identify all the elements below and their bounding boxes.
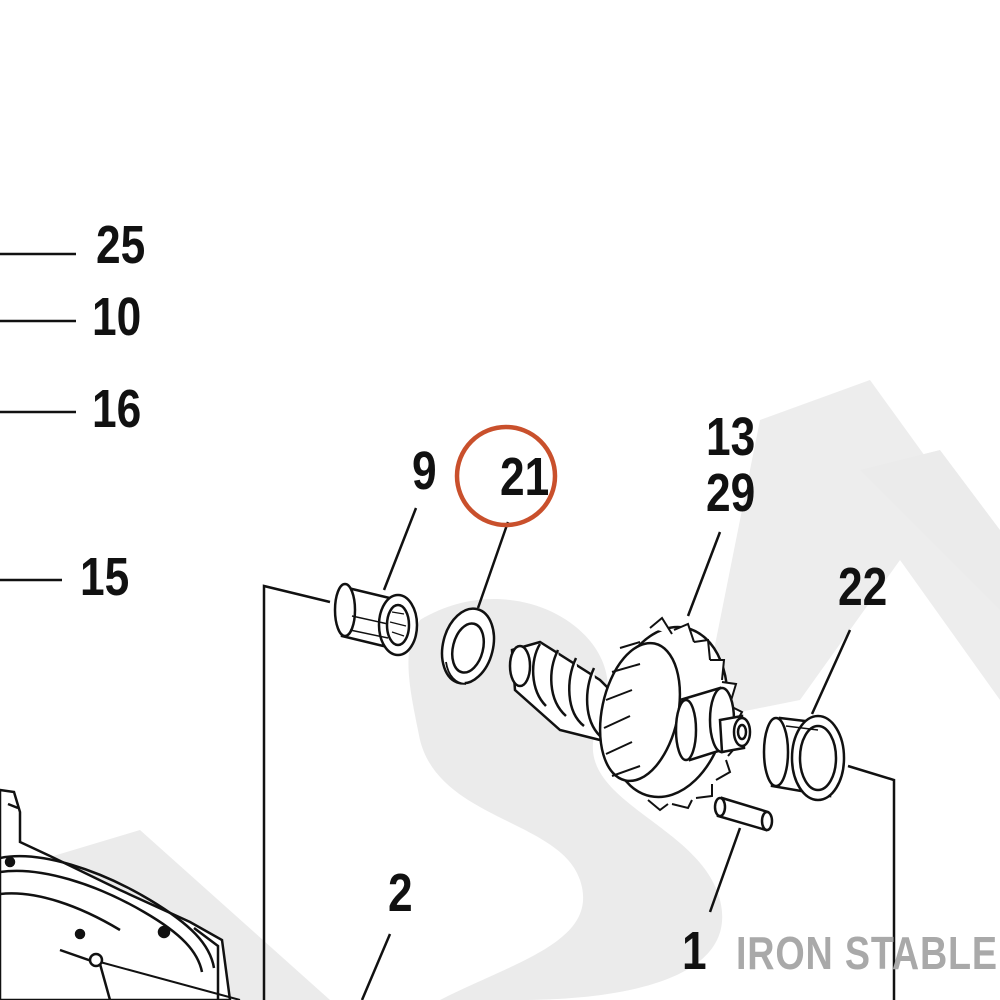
housing-casting [0, 788, 241, 1000]
callout-25[interactable]: 25 [96, 215, 146, 275]
part-21-thrust-washer [440, 607, 496, 685]
callout-29[interactable]: 29 [706, 463, 756, 523]
watermark-iron-stable: IRON STABLE [736, 927, 998, 979]
callout-9[interactable]: 9 [412, 441, 437, 501]
part-22-bushing [762, 714, 846, 802]
leader-lines [0, 252, 896, 1000]
part-13-29-gear-shaft [508, 616, 752, 812]
part-9-needle-bearing [333, 582, 419, 657]
callout-16[interactable]: 16 [92, 379, 142, 439]
callout-10[interactable]: 10 [92, 287, 142, 347]
part-1-pin [713, 796, 774, 832]
callout-15[interactable]: 15 [80, 547, 130, 607]
callout-1[interactable]: 1 [682, 921, 707, 981]
callout-13[interactable]: 13 [706, 407, 756, 467]
background-watermark-logo [40, 380, 1000, 1000]
callout-21[interactable]: 21 [500, 447, 550, 507]
callout-22[interactable]: 22 [838, 557, 888, 617]
highlight-circle-21 [454, 424, 558, 528]
callout-2[interactable]: 2 [388, 863, 413, 923]
